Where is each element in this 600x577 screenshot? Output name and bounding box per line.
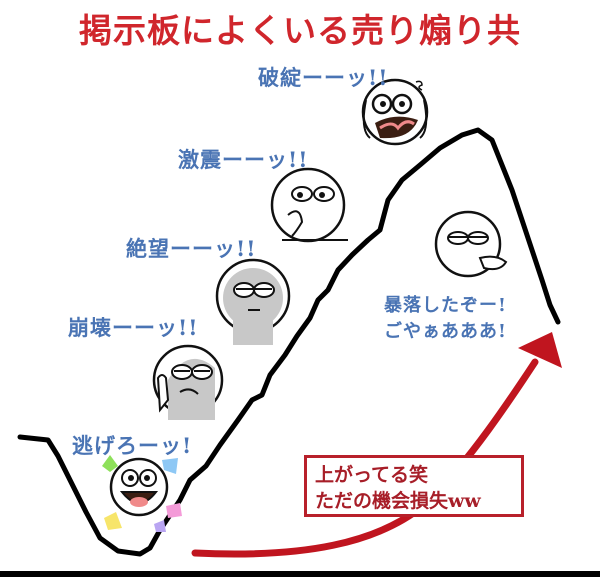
pointing-character <box>152 344 224 420</box>
mocking-character <box>434 210 508 278</box>
gray-character <box>215 258 291 345</box>
label-despair: 絶望ーーッ!! <box>126 236 257 261</box>
panicked-character <box>361 78 429 146</box>
bottom-border <box>0 571 600 577</box>
label-collapse: 崩壊ーーッ!! <box>68 315 199 340</box>
thinking-character <box>270 167 348 243</box>
crash-label-line2: ごやぁあああ! <box>384 321 507 342</box>
label-shock: 激震ーーッ!! <box>178 147 309 172</box>
callout-line1: 上がってる笑 <box>315 464 429 486</box>
page-title: 掲示板によくいる売り煽り共 <box>79 11 521 50</box>
callout-box: 上がってる笑 ただの機会損失ww <box>304 455 524 517</box>
label-bankrupt: 破綻ーーッ!! <box>258 65 389 90</box>
crash-label-line1: 暴落したぞー! <box>384 295 507 316</box>
callout-line2: ただの機会損失ww <box>315 490 481 512</box>
crash-label: 暴落したぞー! ごやぁあああ! <box>384 293 507 345</box>
label-run: 逃げろーッ! <box>72 433 193 458</box>
price-mountain-line <box>17 127 561 557</box>
recovery-arrow-head <box>518 332 562 368</box>
happy-character <box>102 455 182 532</box>
